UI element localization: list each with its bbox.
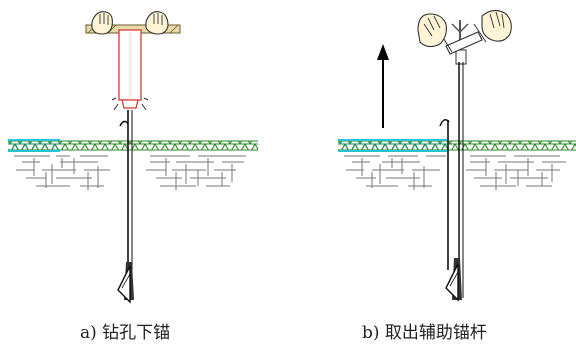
drill-tube-a — [111, 29, 149, 111]
hand-icon — [145, 11, 169, 35]
ground-surface-b — [338, 139, 576, 152]
anchor-icon — [445, 258, 462, 302]
caption-panel-b: b) 取出辅助锚杆 — [362, 323, 487, 343]
hand-icon — [417, 13, 447, 48]
panel-b — [338, 9, 576, 302]
ground-surface-a — [8, 139, 258, 152]
arrow-up-icon — [377, 44, 389, 128]
panel-a — [8, 11, 258, 304]
anchor-icon — [117, 262, 134, 304]
soil-layers-b — [344, 155, 566, 190]
hand-icon — [91, 11, 113, 35]
caption-panel-a: a) 钻孔下锚 — [80, 323, 171, 343]
hand-icon — [481, 9, 512, 42]
soil-layers-a — [14, 155, 246, 190]
anchor-rod-b — [439, 119, 450, 270]
